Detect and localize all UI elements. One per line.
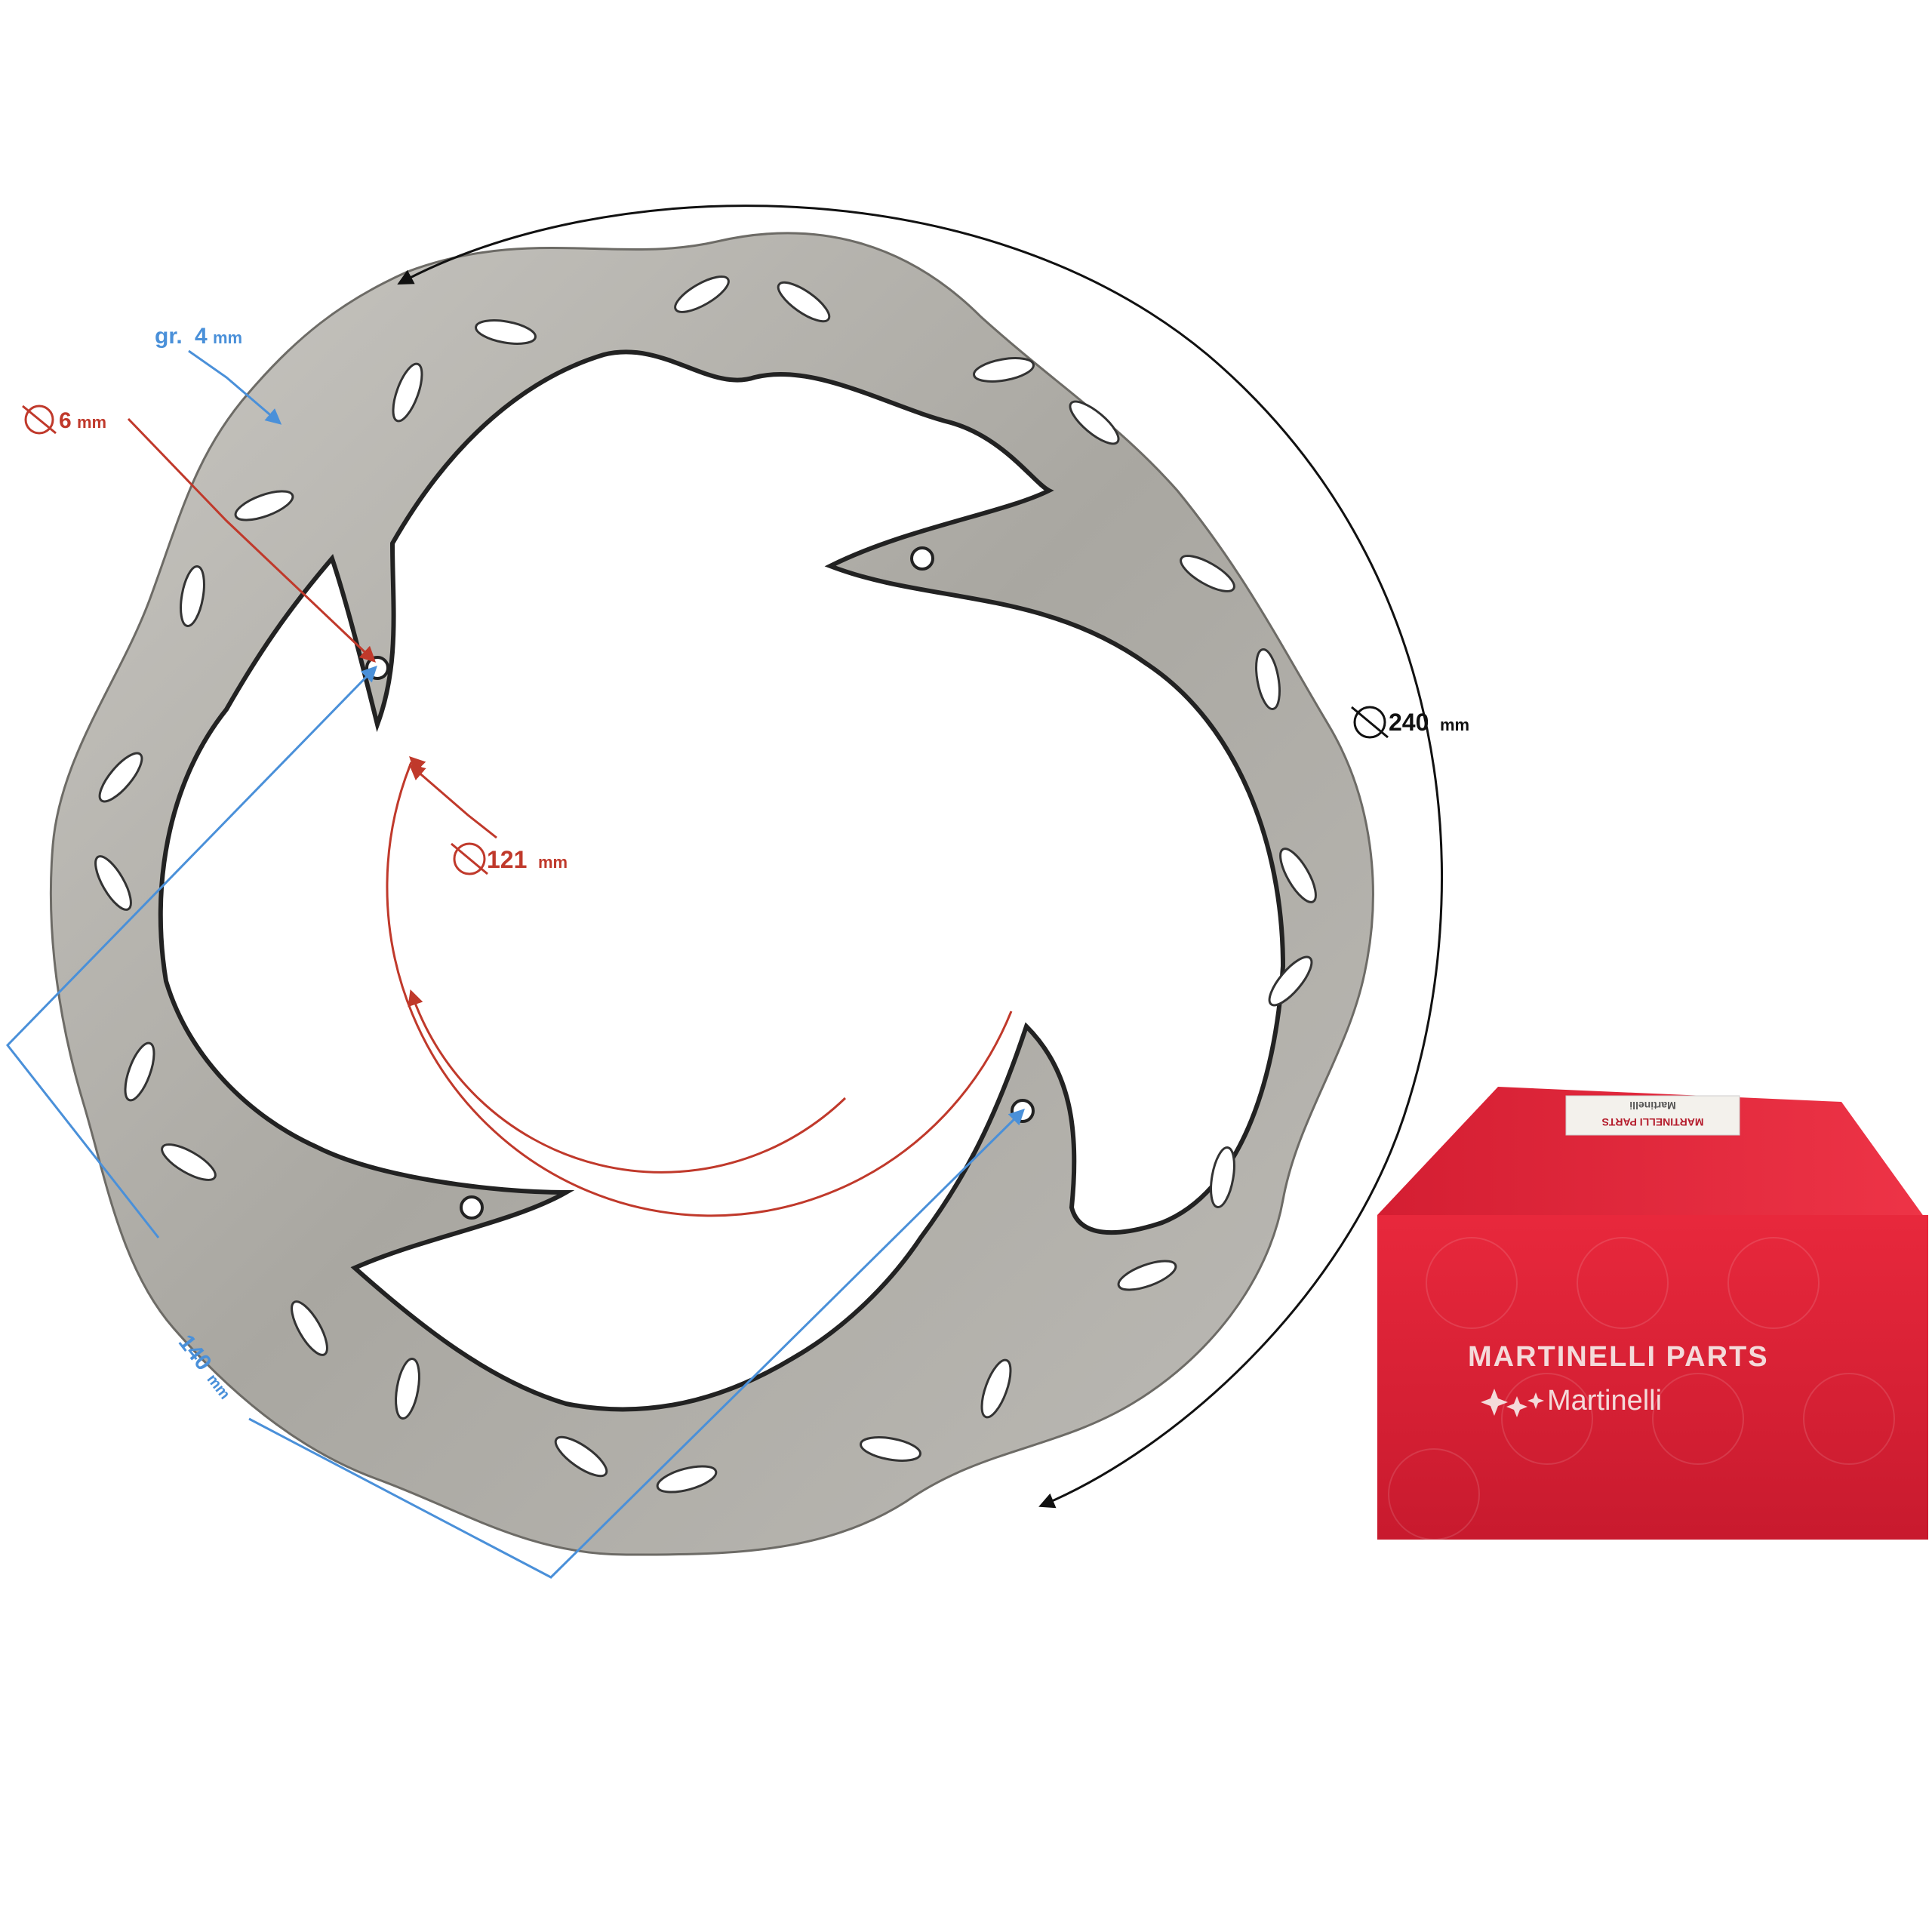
svg-text:6: 6 xyxy=(59,408,72,433)
diameter-icon xyxy=(451,842,488,875)
svg-text:mm: mm xyxy=(1440,715,1469,734)
svg-text:mm: mm xyxy=(538,853,568,872)
box-top xyxy=(1377,1087,1928,1223)
bolt-hole-label: 6 mm xyxy=(22,405,106,435)
inner-diameter-label: 121 mm xyxy=(451,842,568,875)
svg-text:240: 240 xyxy=(1389,709,1429,736)
sparkle-logo-icon xyxy=(1481,1389,1544,1417)
product-box: MARTINELLI PARTS Martinelli MARTINELLI P… xyxy=(1377,1087,1928,1540)
svg-text:gr.: gr. xyxy=(155,324,183,349)
brake-disc xyxy=(49,232,1374,1556)
svg-text:mm: mm xyxy=(213,328,242,347)
outer-diameter-annotation xyxy=(397,205,1443,1509)
diameter-icon xyxy=(1351,706,1389,739)
box-front xyxy=(1377,1215,1928,1540)
svg-text:Martinelli: Martinelli xyxy=(1629,1100,1675,1112)
svg-text:121: 121 xyxy=(487,846,527,873)
svg-text:4: 4 xyxy=(195,324,208,349)
svg-text:MARTINELLI PARTS: MARTINELLI PARTS xyxy=(1601,1116,1703,1128)
thickness-pointer xyxy=(188,349,282,425)
outer-diameter-label: 240 mm xyxy=(1351,706,1469,739)
box-sticker: MARTINELLI PARTS Martinelli xyxy=(1565,1095,1740,1136)
box-brand-line2: Martinelli xyxy=(1547,1385,1662,1417)
svg-text:mm: mm xyxy=(77,413,106,432)
thickness-label: gr. 4 mm xyxy=(155,324,242,349)
box-brand-line1: MARTINELLI PARTS xyxy=(1468,1341,1769,1373)
bolt-hole-pointer xyxy=(127,417,377,663)
diameter-icon xyxy=(22,405,57,435)
